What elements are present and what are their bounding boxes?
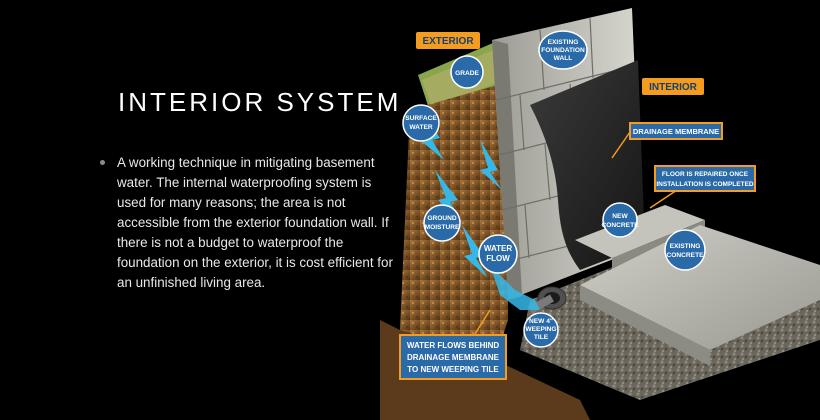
svg-text:WEEPING: WEEPING [525, 326, 556, 333]
existing-concrete-slab [580, 225, 820, 350]
grade-badge: GRADE [450, 55, 484, 89]
new-concrete-badge: NEW CONCRETE [602, 202, 640, 238]
svg-text:GROUND: GROUND [427, 215, 457, 222]
svg-text:INTERIOR: INTERIOR [649, 82, 698, 93]
svg-text:DRAINAGE MEMBRANE: DRAINAGE MEMBRANE [407, 353, 500, 362]
water-pool [490, 265, 540, 310]
existing-foundation-wall-badge: EXISTING FOUNDATION WALL [538, 30, 588, 70]
bullet-point: A working technique in mitigating baseme… [100, 153, 400, 293]
svg-text:CONCRETE: CONCRETE [602, 222, 640, 229]
svg-text:WALL: WALL [554, 55, 573, 62]
bullet-dot-icon [100, 160, 105, 165]
svg-text:DRAINAGE MEMBRANE: DRAINAGE MEMBRANE [633, 127, 719, 136]
svg-text:WATER FLOWS BEHIND: WATER FLOWS BEHIND [407, 341, 500, 350]
bullet-text: A working technique in mitigating baseme… [117, 155, 393, 290]
svg-text:NEW: NEW [612, 213, 628, 220]
ground-moisture-badge: GROUND MOISTURE [423, 204, 461, 242]
existing-concrete-badge: EXISTING CONCRETE [664, 229, 706, 271]
exterior-label: EXTERIOR [416, 32, 480, 49]
svg-text:INSTALLATION IS COMPLETED: INSTALLATION IS COMPLETED [656, 181, 754, 188]
svg-text:EXTERIOR: EXTERIOR [422, 36, 474, 47]
slide-title: INTERIOR SYSTEM [118, 87, 402, 118]
new-concrete-slab [575, 205, 705, 258]
svg-text:EXISTING: EXISTING [548, 39, 579, 46]
interior-label: INTERIOR [642, 78, 704, 95]
svg-text:FLOW: FLOW [486, 254, 510, 263]
svg-text:TO NEW WEEPING TILE: TO NEW WEEPING TILE [407, 365, 499, 374]
floor-repaired-label: FLOOR IS REPAIRED ONCE INSTALLATION IS C… [649, 165, 756, 209]
svg-text:FLOOR IS REPAIRED ONCE: FLOOR IS REPAIRED ONCE [662, 171, 749, 178]
svg-text:GRADE: GRADE [455, 70, 479, 77]
svg-text:SURFACE: SURFACE [405, 115, 437, 122]
drainage-membrane-label: DRAINAGE MEMBRANE [611, 122, 723, 159]
weeping-tile-badge: NEW 4" WEEPING TILE [523, 312, 559, 348]
svg-text:FOUNDATION: FOUNDATION [541, 47, 585, 54]
svg-text:MOISTURE: MOISTURE [425, 224, 460, 231]
svg-text:EXISTING: EXISTING [670, 243, 701, 250]
svg-text:CONCRETE: CONCRETE [667, 252, 705, 259]
water-flows-behind-label: WATER FLOWS BEHIND DRAINAGE MEMBRANE TO … [399, 309, 507, 380]
interior-system-diagram: EXTERIOR INTERIOR GRADE EXISTING FOUNDAT… [380, 8, 820, 420]
svg-text:NEW 4": NEW 4" [529, 318, 553, 325]
svg-text:TILE: TILE [534, 334, 549, 341]
svg-text:WATER: WATER [409, 124, 433, 131]
svg-text:WATER: WATER [484, 244, 513, 253]
surface-water-badge: SURFACE WATER [402, 104, 440, 142]
water-flow-badge: WATER FLOW [478, 234, 518, 274]
